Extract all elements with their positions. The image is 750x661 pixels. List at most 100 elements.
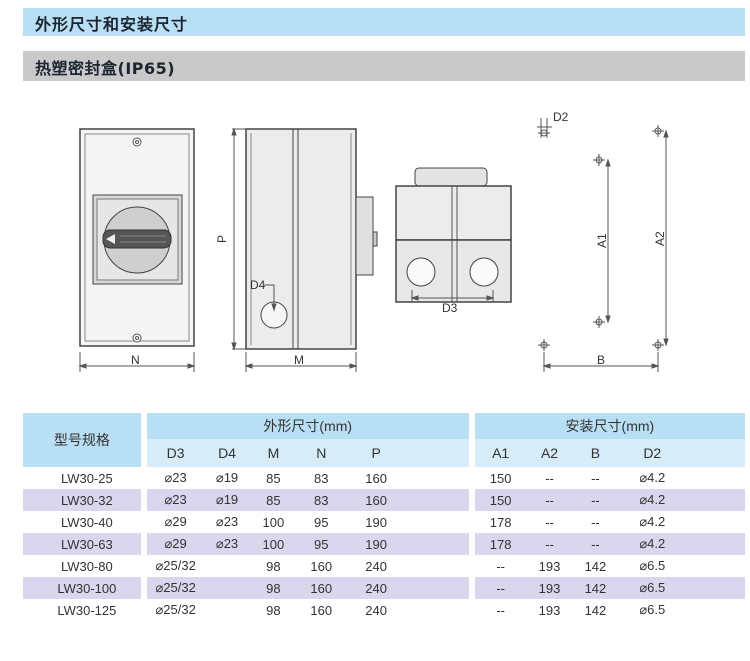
model-cell: LW30-100 bbox=[23, 577, 141, 599]
cell-a1: 178 bbox=[474, 533, 527, 555]
cell-d3: ⌀23 bbox=[146, 489, 205, 511]
cell-d3: ⌀29 bbox=[164, 514, 187, 529]
cell-b: -- bbox=[591, 514, 600, 530]
section-header-bar bbox=[23, 8, 745, 36]
cell-d4: ⌀23 bbox=[215, 514, 239, 529]
table-gap bbox=[468, 577, 475, 599]
label-D2: D2 bbox=[553, 110, 569, 124]
cell-p: 190 bbox=[345, 533, 408, 555]
table-spacer bbox=[686, 599, 745, 621]
cell-d4: ⌀23 bbox=[204, 533, 250, 555]
cell-b: -- bbox=[591, 470, 600, 486]
cell-d4: ⌀19 bbox=[204, 489, 250, 511]
cell-d2: ⌀6.5 bbox=[639, 558, 666, 573]
cell-b: 142 bbox=[572, 577, 619, 599]
cell-d3: ⌀25/32 bbox=[155, 558, 196, 573]
table-spacer bbox=[686, 533, 745, 555]
mounting-diagram bbox=[537, 118, 669, 372]
table-spacer bbox=[407, 511, 469, 533]
outer-dimensions-header: 外形尺寸(mm) bbox=[146, 413, 469, 439]
cell-m: 85 bbox=[266, 470, 281, 486]
table-spacer bbox=[407, 489, 469, 511]
cell-m: 98 bbox=[266, 558, 281, 574]
cell-a1: -- bbox=[474, 577, 527, 599]
model-cell: LW30-80 bbox=[60, 558, 113, 574]
table-gap bbox=[140, 511, 147, 533]
cell-b: 142 bbox=[584, 602, 607, 618]
model-cell: LW30-63 bbox=[23, 533, 141, 555]
label-P: P bbox=[215, 235, 229, 243]
col-header-A2: A2 bbox=[526, 439, 573, 467]
table-spacer bbox=[686, 555, 745, 577]
cell-p: 240 bbox=[365, 602, 387, 618]
table-spacer bbox=[407, 555, 469, 577]
label-B: B bbox=[597, 353, 605, 367]
bottom-view bbox=[395, 167, 512, 303]
table-gap bbox=[140, 599, 147, 621]
cell-b: 142 bbox=[584, 558, 607, 574]
subsection-header-bar bbox=[23, 51, 745, 81]
section-header-dimensions: 外形尺寸和安装尺寸 bbox=[0, 0, 750, 38]
cell-a2: -- bbox=[545, 470, 554, 486]
model-cell: LW30-32 bbox=[23, 489, 141, 511]
label-N: N bbox=[131, 353, 140, 367]
table-spacer bbox=[686, 511, 745, 533]
subsection-title: 热塑密封盒(IP65) bbox=[35, 59, 176, 78]
cell-n: 95 bbox=[314, 514, 329, 530]
table-spacer bbox=[407, 599, 469, 621]
cell-p: 160 bbox=[345, 489, 408, 511]
cell-a1: -- bbox=[496, 558, 505, 574]
table-spacer bbox=[686, 577, 745, 599]
cell-d3: ⌀29 bbox=[146, 533, 205, 555]
cell-n: 83 bbox=[297, 489, 346, 511]
cell-n: 95 bbox=[297, 533, 346, 555]
front-view bbox=[79, 128, 195, 347]
model-cell: LW30-125 bbox=[57, 602, 117, 618]
cell-m: 98 bbox=[249, 577, 298, 599]
cell-n: 160 bbox=[310, 602, 333, 618]
cell-m: 98 bbox=[266, 602, 281, 618]
cell-a2: 193 bbox=[538, 602, 561, 618]
spec-table: 型号规格 外形尺寸(mm) 安装尺寸(mm) D3 D4 M N P A1 A2… bbox=[23, 413, 745, 621]
model-cell: LW30-25 bbox=[60, 470, 113, 486]
cell-a2: -- bbox=[526, 533, 573, 555]
table-spacer bbox=[407, 577, 469, 599]
cell-d2: ⌀6.5 bbox=[639, 602, 666, 617]
cell-a1: 178 bbox=[489, 514, 512, 530]
table-gap bbox=[140, 555, 147, 577]
col-header-B: B bbox=[572, 439, 619, 467]
table-spacer bbox=[686, 467, 745, 489]
table-spacer bbox=[686, 489, 745, 511]
cell-m: 85 bbox=[249, 489, 298, 511]
table-gap bbox=[468, 555, 475, 577]
cell-a2: -- bbox=[545, 514, 554, 530]
cell-b: -- bbox=[572, 533, 619, 555]
table-gap bbox=[468, 599, 475, 621]
table-gap bbox=[468, 489, 475, 511]
cell-d4 bbox=[205, 555, 250, 577]
table-gap bbox=[468, 467, 475, 489]
col-header-M: M bbox=[249, 439, 298, 467]
cell-d3: ⌀25/32 bbox=[146, 577, 205, 599]
cell-d2: ⌀6.5 bbox=[618, 577, 687, 599]
table-spacer bbox=[407, 533, 469, 555]
cell-d4: ⌀19 bbox=[215, 470, 239, 485]
cell-d3: ⌀23 bbox=[164, 470, 187, 485]
label-A1: A1 bbox=[595, 233, 609, 248]
cell-a2: -- bbox=[526, 489, 573, 511]
cell-n: 83 bbox=[314, 470, 329, 486]
cell-d2: ⌀4.2 bbox=[618, 533, 687, 555]
table-gap bbox=[140, 489, 147, 511]
model-cell: LW30-40 bbox=[60, 514, 113, 530]
table-gap bbox=[468, 511, 475, 533]
cell-d4 bbox=[204, 577, 250, 599]
cell-p: 240 bbox=[365, 558, 387, 574]
section-title: 外形尺寸和安装尺寸 bbox=[35, 15, 189, 34]
cell-d3: ⌀25/32 bbox=[155, 602, 196, 617]
cell-p: 240 bbox=[345, 577, 408, 599]
